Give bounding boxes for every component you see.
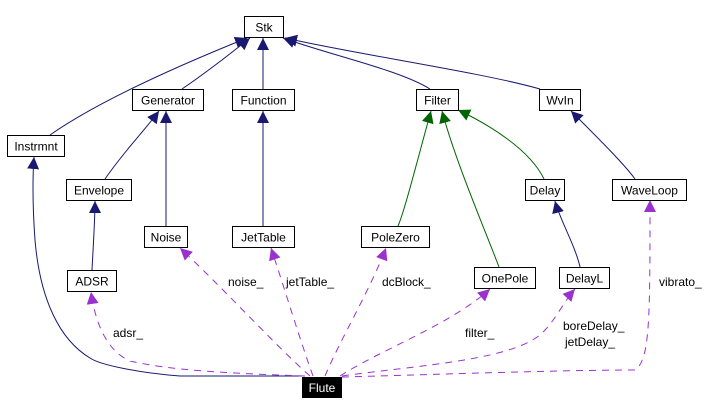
node-box[interactable]: [244, 16, 284, 38]
node-label: OnePole: [482, 272, 529, 286]
edge-polezero-to-filter: [397, 110, 434, 227]
edge-filter-to-stk: [282, 36, 431, 90]
node-box[interactable]: [559, 267, 610, 289]
node-polezero[interactable]: PoleZero: [361, 226, 430, 248]
node-label: PoleZero: [371, 231, 420, 245]
node-wvin[interactable]: WvIn: [539, 89, 581, 111]
edge-flute-to-adsr: [86, 291, 306, 377]
node-waveloop[interactable]: WaveLoop: [612, 179, 687, 201]
edge-envelope-to-generator: [104, 110, 160, 180]
edge-generator-to-stk: [181, 37, 251, 90]
edge-label-adsr: adsr_: [113, 326, 143, 340]
node-stk[interactable]: Stk: [244, 16, 284, 38]
node-label: Flute: [309, 381, 336, 395]
edge-flute-to-instrmnt: [27, 156, 302, 377]
node-label: JetTable: [241, 231, 286, 245]
edges-layer: [27, 34, 656, 378]
node-box[interactable]: [474, 267, 536, 289]
edge-instrmnt-to-stk: [49, 36, 248, 136]
node-label: Filter: [424, 94, 451, 108]
node-label: DelayL: [566, 272, 604, 286]
node-label: ADSR: [75, 275, 109, 289]
node-box[interactable]: [539, 89, 581, 111]
node-label: Generator: [141, 94, 195, 108]
node-adsr[interactable]: ADSR: [67, 270, 117, 292]
node-jettable[interactable]: JetTable: [232, 226, 295, 248]
edge-label-polezero: dcBlock_: [382, 275, 431, 289]
node-label: Delay: [530, 184, 561, 198]
node-label: Stk: [255, 21, 273, 35]
node-function[interactable]: Function: [232, 89, 295, 111]
node-envelope[interactable]: Envelope: [66, 179, 132, 201]
node-generator[interactable]: Generator: [132, 89, 204, 111]
edge-flute-to-onepole: [339, 288, 491, 377]
edge-flute-to-polezero: [324, 247, 388, 377]
edge-label-delayl: boreDelay_jetDelay_: [563, 319, 625, 349]
edge-flute-to-waveloop: [341, 199, 656, 378]
node-box[interactable]: [232, 226, 295, 248]
edge-delayl-to-delay: [552, 200, 581, 268]
node-label: WvIn: [546, 94, 573, 108]
node-label: Noise: [151, 231, 182, 245]
edge-label-jettable: jetTable_: [285, 275, 334, 289]
node-delayl[interactable]: DelayL: [559, 267, 610, 289]
edge-labels-layer: adsr_ noise_ jetTable_ dcBlock_ filter_ boreD…: [113, 275, 702, 349]
node-box[interactable]: [66, 179, 132, 201]
node-box[interactable]: [361, 226, 430, 248]
node-noise[interactable]: Noise: [144, 226, 188, 248]
edge-waveloop-to-wvin: [570, 110, 636, 180]
node-box[interactable]: [7, 135, 65, 157]
node-filter[interactable]: Filter: [416, 89, 459, 111]
node-box[interactable]: [612, 179, 687, 201]
edge-label-noise: noise_: [228, 275, 264, 289]
node-box[interactable]: [67, 270, 117, 292]
node-onepole[interactable]: OnePole: [474, 267, 536, 289]
node-label: Envelope: [74, 184, 124, 198]
node-box[interactable]: [132, 89, 204, 111]
edge-label-waveloop: vibrato_: [659, 275, 702, 289]
node-box[interactable]: [232, 89, 295, 111]
node-box[interactable]: [416, 89, 459, 111]
edge-delay-to-filter: [457, 109, 545, 180]
node-delay[interactable]: Delay: [525, 179, 565, 201]
edge-flute-to-delayl: [341, 288, 576, 377]
node-box[interactable]: [144, 226, 188, 248]
node-label: WaveLoop: [621, 184, 678, 198]
edge-flute-to-jettable: [269, 247, 314, 377]
node-flute[interactable]: Flute: [302, 377, 342, 398]
node-label: Function: [240, 94, 286, 108]
node-label: Instrmnt: [14, 140, 58, 154]
edge-label-onepole: filter_: [465, 326, 495, 340]
node-box[interactable]: [302, 377, 342, 398]
edge-onepole-to-filter: [439, 110, 500, 268]
edge-wvin-to-stk: [284, 34, 541, 90]
edge-flute-to-noise: [179, 247, 311, 377]
edge-adsr-to-envelope: [88, 200, 101, 271]
node-instrmnt[interactable]: Instrmnt: [7, 135, 65, 157]
node-box[interactable]: [525, 179, 565, 201]
